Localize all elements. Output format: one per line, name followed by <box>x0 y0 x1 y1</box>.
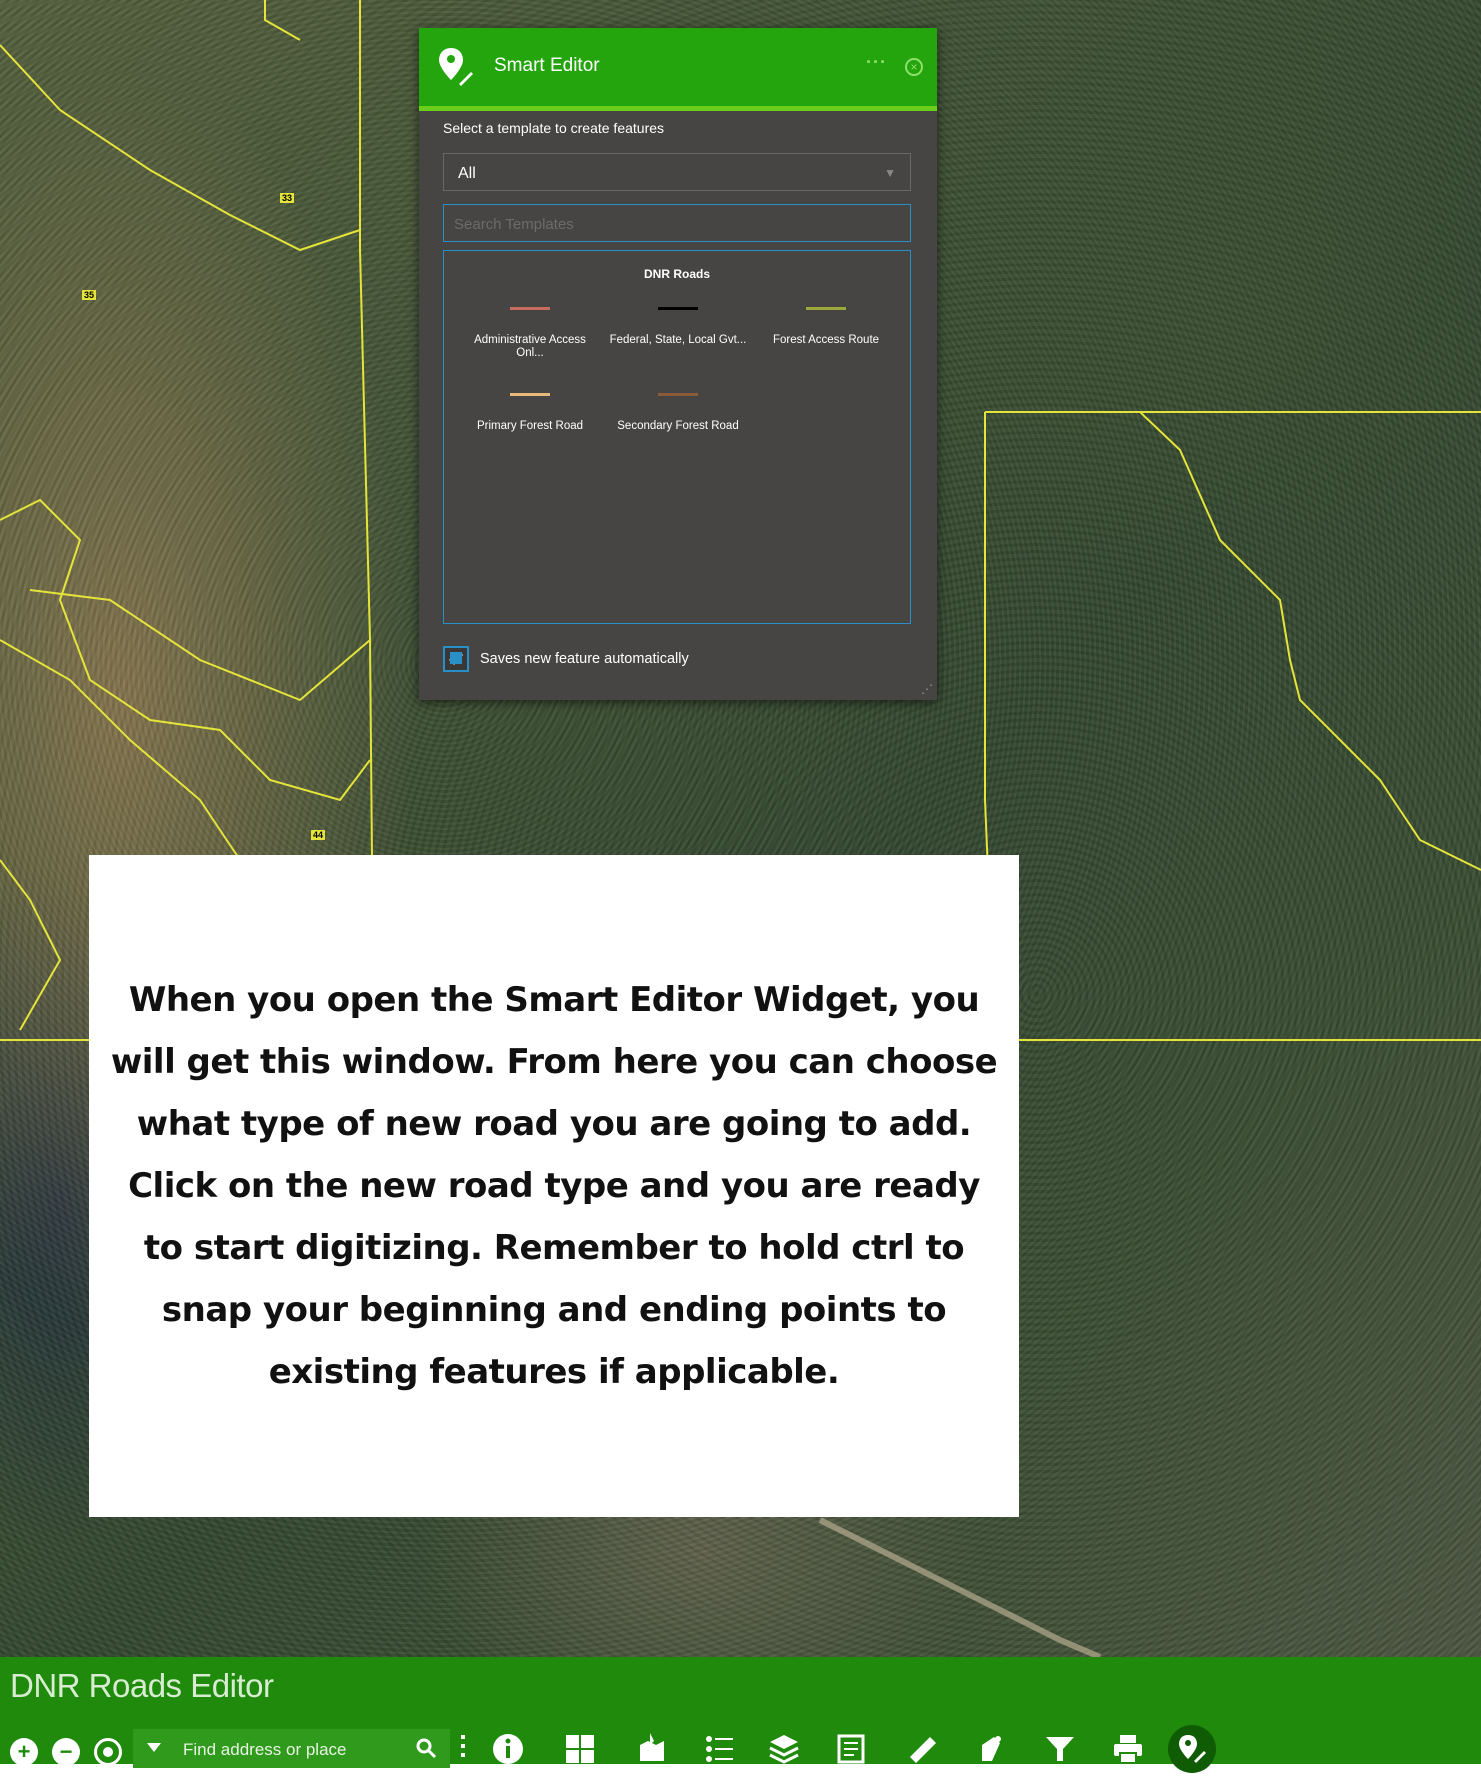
chevron-down-icon: ▼ <box>884 166 896 180</box>
legend-icon <box>706 1736 733 1762</box>
road-trail <box>818 1517 1102 1657</box>
measurement-button[interactable] <box>906 1731 942 1767</box>
search-icon[interactable] <box>415 1737 437 1759</box>
locate-icon <box>103 1747 113 1757</box>
template-label: Federal, State, Local Gvt... <box>609 334 747 346</box>
basemap-gallery-button[interactable] <box>562 1731 598 1767</box>
line-symbol <box>510 307 550 310</box>
autosave-checkbox[interactable] <box>443 646 469 672</box>
locate-button[interactable] <box>94 1738 122 1766</box>
template-item[interactable]: Forest Access Route <box>756 307 896 347</box>
check-icon <box>449 653 463 665</box>
template-filter-value: All <box>458 165 476 182</box>
edit-button[interactable] <box>974 1731 1010 1767</box>
panel-title: Smart Editor <box>494 55 600 76</box>
toolbar-separator <box>461 1735 465 1759</box>
print-button[interactable] <box>1110 1731 1146 1767</box>
attribute-table-icon <box>837 1734 865 1764</box>
parcel-label: 44 <box>313 830 323 840</box>
template-label: Primary Forest Road <box>476 420 584 432</box>
template-picker: DNR Roads Administrative Access Onl... F… <box>443 250 911 624</box>
instruction-label: Select a template to create features <box>443 120 665 136</box>
template-item[interactable]: Primary Forest Road <box>460 393 600 433</box>
parcel-label: 33 <box>282 193 292 203</box>
template-label: Secondary Forest Road <box>617 420 739 432</box>
line-symbol <box>658 393 698 396</box>
template-label: Forest Access Route <box>772 334 880 346</box>
template-label: Administrative Access Onl... <box>474 334 586 359</box>
select-icon <box>640 1733 664 1761</box>
search-templates-input[interactable]: Search Templates <box>443 204 911 242</box>
geocoder-search[interactable]: Find address or place <box>133 1729 450 1768</box>
line-symbol <box>510 393 550 396</box>
close-icon[interactable]: × <box>905 58 923 76</box>
smart-editor-icon <box>1179 1735 1206 1763</box>
edit-icon <box>982 1736 1001 1761</box>
zoom-out-button[interactable]: − <box>52 1738 80 1766</box>
geocoder-input[interactable]: Find address or place <box>183 1740 347 1759</box>
layer-list-icon <box>769 1735 799 1764</box>
smart-editor-panel: Smart Editor ··· × Select a template to … <box>419 28 937 700</box>
zoom-in-button[interactable]: + <box>10 1738 38 1766</box>
info-icon <box>493 1734 523 1764</box>
attribute-table-button[interactable] <box>834 1731 870 1767</box>
autosave-label: Saves new feature automatically <box>480 651 689 667</box>
filter-icon <box>1046 1737 1074 1761</box>
template-item[interactable]: Secondary Forest Road <box>608 393 748 433</box>
select-button[interactable] <box>634 1731 670 1767</box>
template-filter-select[interactable]: All ▼ <box>443 153 911 191</box>
measurement-icon <box>910 1737 936 1763</box>
template-item[interactable]: Federal, State, Local Gvt... <box>608 307 748 347</box>
app-title: DNR Roads Editor <box>10 1667 274 1704</box>
smart-editor-icon <box>439 48 473 86</box>
panel-header[interactable]: Smart Editor ··· × <box>419 28 937 111</box>
info-button[interactable] <box>490 1731 526 1767</box>
legend-button[interactable] <box>702 1731 738 1767</box>
instruction-callout: When you open the Smart Editor Widget, y… <box>89 855 1019 1517</box>
instruction-text: When you open the Smart Editor Widget, y… <box>110 980 998 1392</box>
basemap-gallery-icon <box>566 1735 594 1763</box>
layer-name: DNR Roads <box>643 267 710 281</box>
filter-button[interactable] <box>1042 1731 1078 1767</box>
line-symbol <box>658 307 698 310</box>
parcel-label: 35 <box>84 290 94 300</box>
smart-editor-button[interactable] <box>1168 1725 1216 1773</box>
template-item[interactable]: Administrative Access Onl... <box>460 307 600 360</box>
resize-handle-icon[interactable]: ⋰ <box>921 682 933 696</box>
more-options-icon[interactable]: ··· <box>866 52 887 72</box>
layer-list-button[interactable] <box>766 1731 802 1767</box>
caret-down-icon[interactable] <box>147 1743 161 1752</box>
print-icon <box>1114 1735 1142 1764</box>
line-symbol <box>806 307 846 310</box>
